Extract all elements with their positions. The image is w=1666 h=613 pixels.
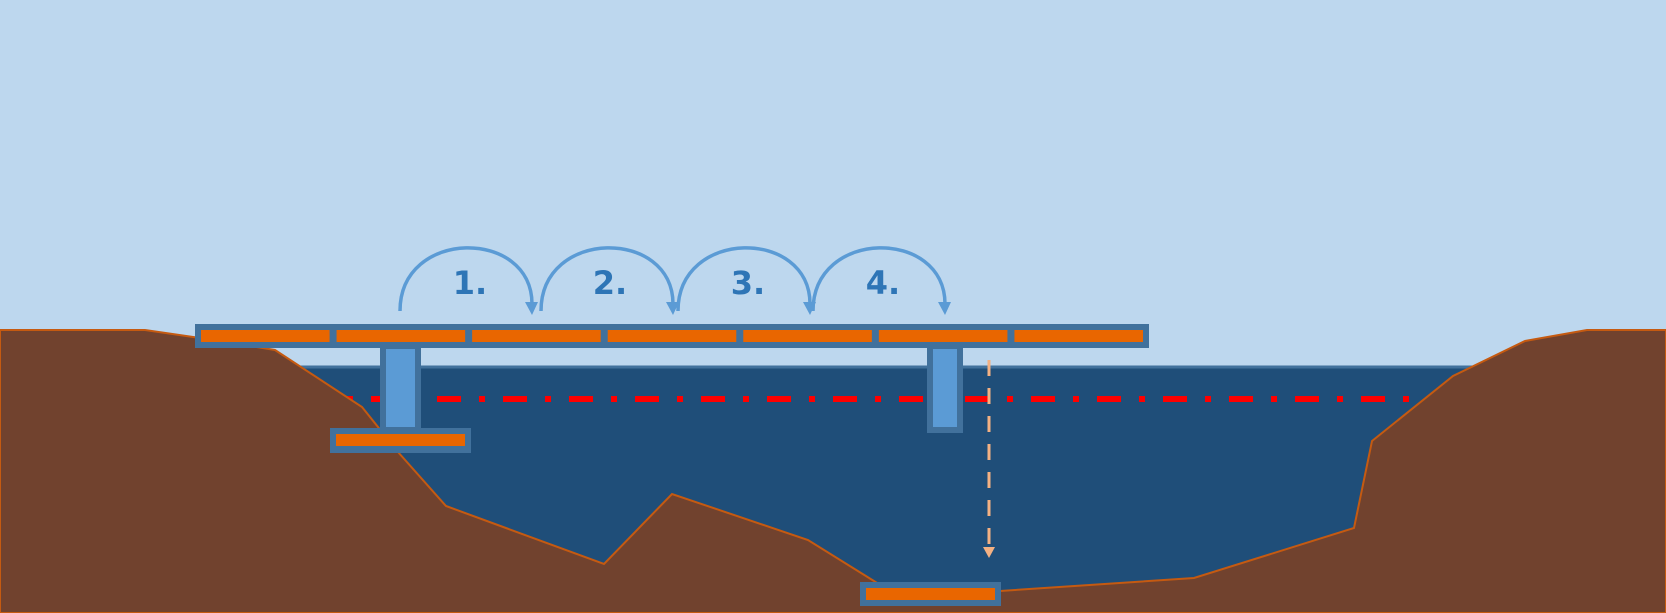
deck-segment (1014, 330, 1143, 342)
launch-arc-1 (398, 246, 534, 312)
launch-arc-4 (811, 246, 947, 312)
deck-segment (472, 330, 601, 342)
launch-arc-3 (676, 246, 812, 312)
deck-segment (878, 330, 1008, 342)
left-pier (380, 343, 421, 433)
lowered-segment (860, 582, 1001, 606)
lowering-arrowhead-icon (983, 547, 995, 558)
arrowhead-icon (525, 302, 538, 315)
deck-segment (201, 330, 330, 342)
arrowhead-icon (938, 302, 951, 315)
launch-arrows (398, 246, 951, 315)
step-label-1: 1. (453, 264, 487, 302)
arrowhead-icon (666, 302, 679, 315)
deck-segments (201, 330, 1143, 342)
deck-segment (607, 330, 737, 342)
deck-segment (743, 330, 872, 342)
deck-segment (336, 330, 466, 342)
step-label-3: 3. (731, 264, 765, 302)
right-pier (927, 343, 963, 433)
step-label-2: 2. (593, 264, 627, 302)
left-footing-segment (330, 428, 471, 453)
launch-arc-2 (539, 246, 675, 312)
step-label-4: 4. (866, 264, 900, 302)
